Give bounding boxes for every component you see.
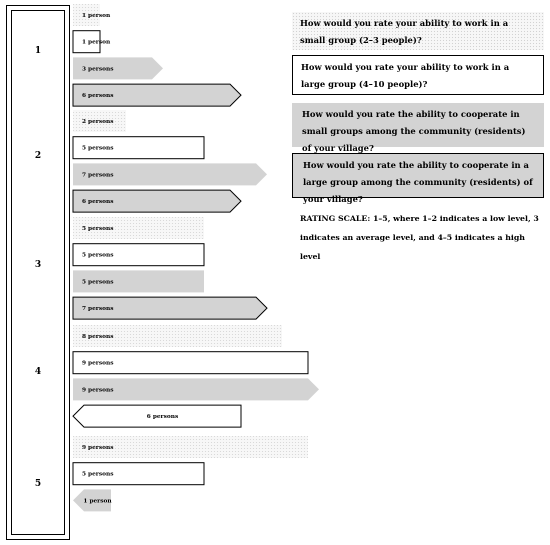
rating-frame-inner [11,10,65,535]
bar-rating-4-row-1 [73,325,282,347]
bar-label-rating-2-row-4: 6 persons [82,199,114,205]
rating-frame-outer [6,5,70,540]
legend-question-community-large: How would you rate the ability to cooper… [292,153,544,204]
bar-label-rating-1-row-4: 6 persons [82,93,114,99]
bar-rating-3-row-4 [72,296,268,320]
bar-label-rating-5-row-2: 5 persons [82,472,114,478]
bar-label-rating-2-row-2: 5 persons [82,146,114,152]
bar-rating-1-row-2 [72,30,101,54]
bar-rating-5-row-1 [73,436,308,458]
bar-label-rating-3-row-2: 5 persons [82,253,114,259]
rating-scale-note: RATING SCALE: 1–5, where 1–2 indicates a… [300,214,539,261]
bar-label-rating-2-row-1: 2 persons [82,119,114,125]
bar-label-rating-4-row-3: 9 persons [82,387,114,393]
rating-label-2: 2 [34,151,42,161]
bar-label-rating-3-row-3: 5 persons [82,279,114,285]
legend-question-large-group: How would you rate your ability to work … [292,55,544,95]
bar-label-rating-5-row-3: 1 person [83,498,112,504]
bar-label-rating-4-row-1: 8 persons [82,334,114,340]
bar-rating-1-row-4 [72,83,242,107]
bar-rating-3-row-1 [73,217,204,239]
bar-label-rating-5-row-1: 9 persons [82,445,114,451]
bar-label-rating-2-row-3: 7 persons [82,172,114,178]
bar-label-rating-1-row-2: 1 person [82,40,111,46]
bar-rating-4-row-4 [72,404,242,428]
bar-label-rating-1-row-1: 1 person [82,13,111,19]
bar-rating-2-row-2 [72,136,205,160]
rating-label-3: 3 [34,260,42,270]
rating-label-5: 5 [34,479,42,489]
bar-rating-3-row-3 [73,270,204,293]
bar-rating-1-row-3 [73,57,163,80]
bar-label-rating-4-row-4: 6 persons [147,414,179,420]
bar-rating-2-row-4 [72,189,242,213]
bar-label-rating-3-row-4: 7 persons [82,306,114,312]
legend-question-small-group: How would you rate your ability to work … [292,12,544,50]
bar-rating-1-row-1 [73,4,100,26]
rating-label-4: 4 [34,367,42,377]
bar-rating-3-row-2 [72,243,205,267]
bar-rating-4-row-3 [73,378,319,401]
bar-rating-2-row-1 [73,110,126,132]
bar-rating-5-row-3 [73,489,111,512]
bar-label-rating-4-row-2: 9 persons [82,361,114,367]
bar-label-rating-3-row-1: 5 persons [82,226,114,232]
legend-question-community-small: How would you rate the ability to cooper… [292,103,544,153]
bar-rating-5-row-2 [72,462,205,486]
bar-rating-4-row-2 [72,351,309,375]
bar-rating-2-row-3 [73,163,267,186]
rating-label-1: 1 [34,46,42,56]
bar-label-rating-1-row-3: 3 persons [82,66,114,72]
